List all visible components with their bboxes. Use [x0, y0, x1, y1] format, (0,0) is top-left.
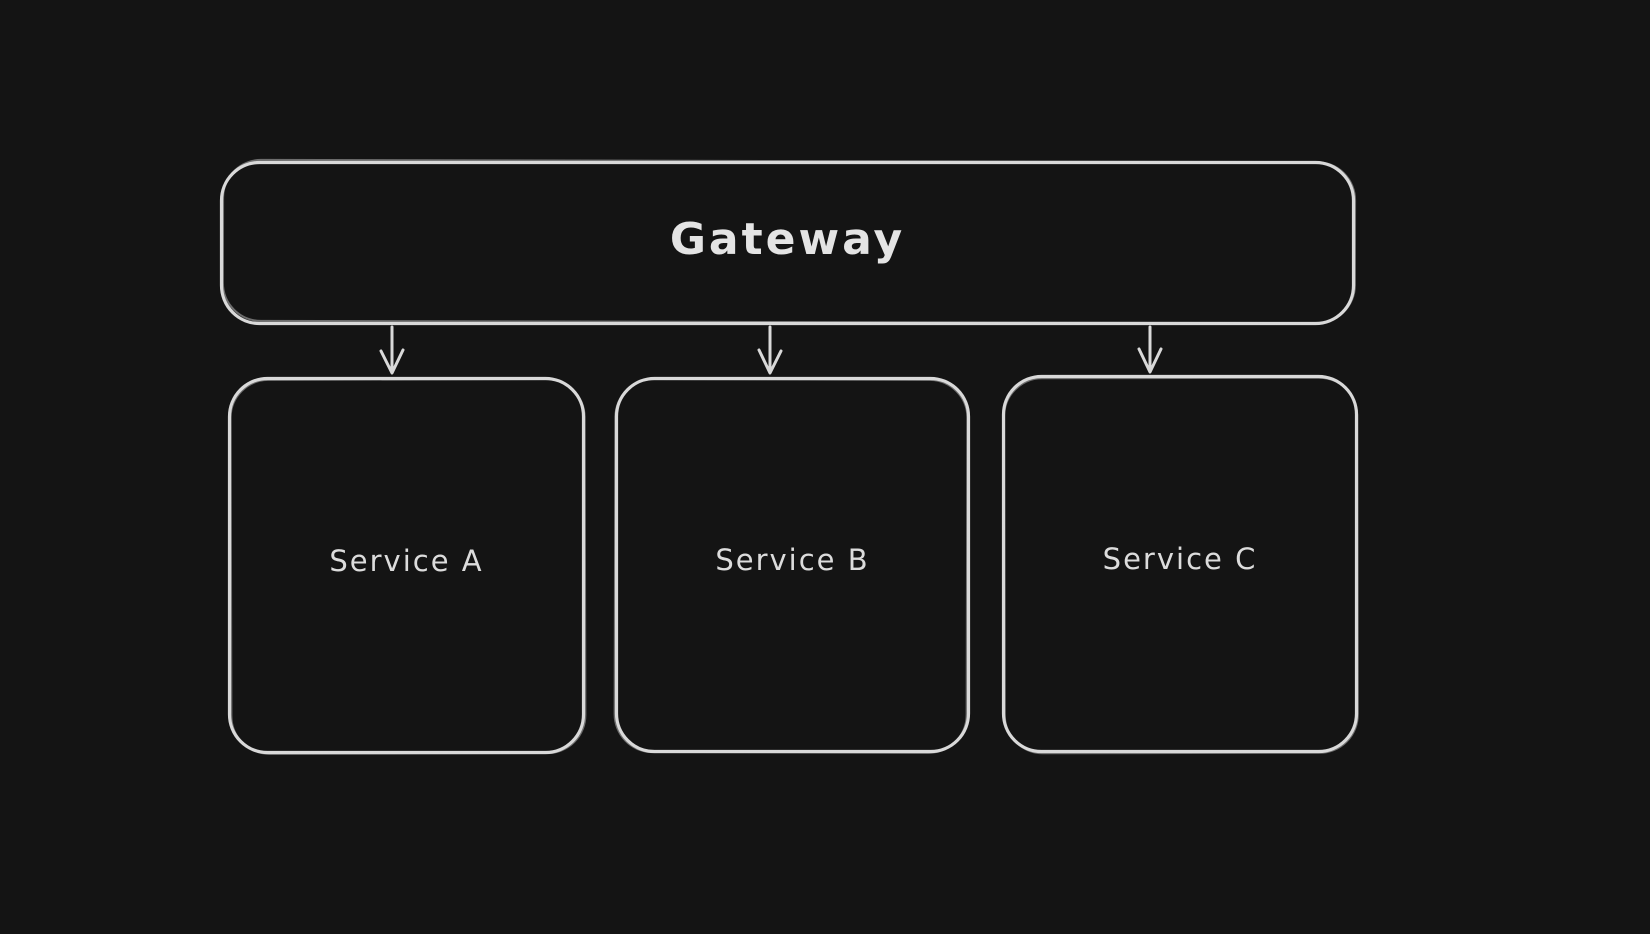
service-b-label: Service B	[715, 543, 870, 577]
service-a-outline-stroke	[227, 376, 586, 755]
gateway-outline-stroke	[219, 160, 1356, 326]
service-c-node-outline	[1001, 374, 1359, 755]
arrow-a-head	[379, 348, 405, 375]
service-a-label: Service A	[329, 543, 484, 578]
node-service-c[interactable]: Service C	[1002, 375, 1358, 753]
service-a-outline-echo	[229, 378, 587, 755]
gateway-label: Gateway	[669, 213, 906, 265]
arrow-gateway-to-service-c[interactable]	[1137, 325, 1163, 374]
service-c-outline-stroke	[1001, 374, 1359, 754]
node-service-b[interactable]: Service B	[615, 377, 970, 753]
service-a-node-outline	[227, 376, 587, 755]
gateway-node-outline	[219, 158, 1357, 326]
arrow-gateway-to-service-a[interactable]	[379, 325, 405, 375]
service-c-label: Service C	[1102, 542, 1258, 576]
arrow-c-head	[1137, 347, 1163, 374]
node-gateway[interactable]: Gateway	[220, 161, 1355, 325]
arrow-b-head	[757, 348, 783, 375]
service-b-outline-echo	[613, 378, 969, 754]
service-b-outline-stroke	[614, 376, 971, 754]
arrow-gateway-to-service-b[interactable]	[757, 325, 783, 375]
node-service-a[interactable]: Service A	[228, 377, 585, 754]
service-b-node-outline	[613, 376, 971, 754]
gateway-outline-echo	[221, 158, 1357, 325]
service-c-outline-echo	[1003, 376, 1359, 755]
